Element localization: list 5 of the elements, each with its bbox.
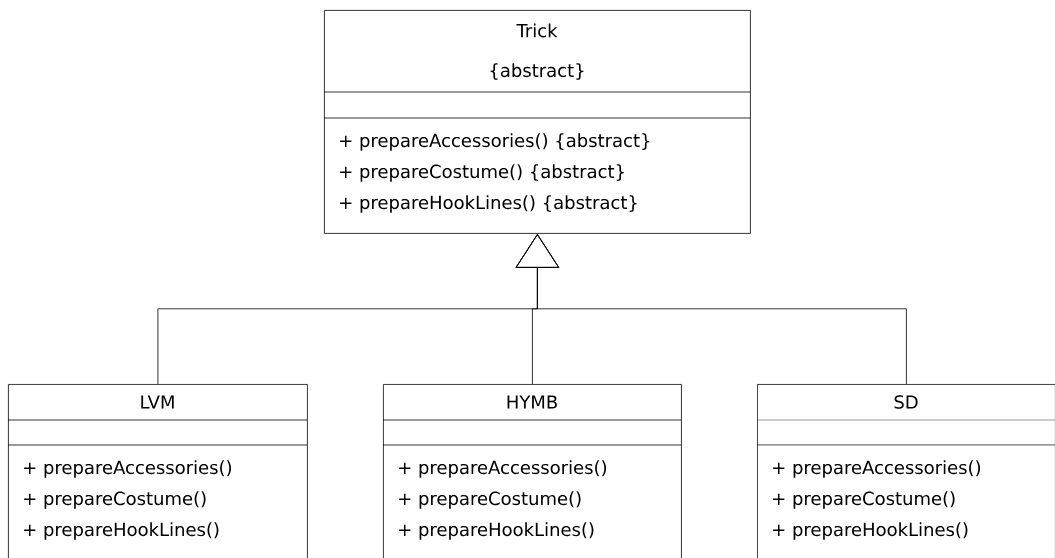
class-box: HYMB + prepareAccessories() + prepareCostume() + prepareHookLines() xyxy=(382,384,682,558)
class-box: Trick {abstract} + prepareAccessories() {abstract} + prepareCostume() {abstract} + prepareHookLines() {abstract} xyxy=(323,10,751,234)
inheritance-arrow xyxy=(515,234,907,385)
class-box: LVM + prepareAccessories() + prepareCostume() + prepareHookLines() xyxy=(7,384,308,558)
class-box: SD + prepareAccessories() + prepareCostume() + prepareHookLines() xyxy=(756,384,1055,558)
